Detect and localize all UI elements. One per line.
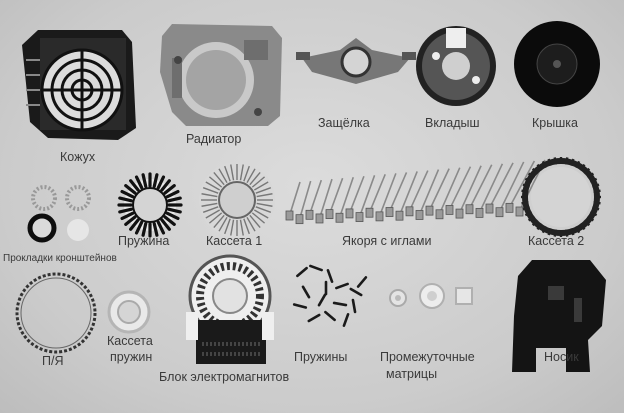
cassette-2-part [521,157,601,237]
cover-part [22,30,136,140]
pya-ring [15,272,97,354]
intermediate-matrices [389,283,473,309]
label-armatures: Якоря с иглами [342,234,432,248]
label-nose: Носик [544,350,579,364]
label-cassette-2: Кассета 2 [528,234,585,248]
label-bracket-gaskets: Прокладки кронштейнов [3,253,117,264]
spring-ring [117,172,183,238]
label-matrices-line2: матрицы [386,367,438,381]
latch-part [296,38,416,84]
nose-part [512,260,606,372]
electromagnet-block [186,254,274,364]
label-electromagnet-block: Блок электромагнитов [159,370,290,384]
label-spring-cassette-line2: пружин [110,350,153,364]
label-spring: Пружина [118,234,170,248]
label-spring-cassette-line1: Кассета [107,334,153,348]
insert-part [416,26,496,106]
cassette-1-part [199,162,275,238]
spring-cassette-part [107,290,151,334]
label-matrices-line1: Промежуточные [380,350,475,364]
label-radiator: Радиатор [186,132,242,146]
label-pya: П/Я [42,354,64,368]
armatures-with-needles [285,159,546,225]
radiator-part [160,24,282,126]
label-latch: Защёлка [318,116,370,130]
lid-part [514,21,600,107]
label-cover: Кожух [60,150,96,164]
label-cassette-1: Кассета 1 [206,234,263,248]
label-small-springs: Пружины [294,350,348,364]
bracket-gaskets [27,185,91,243]
label-lid: Крышка [532,116,578,130]
small-springs [292,264,368,327]
label-insert: Вкладыш [425,116,480,130]
